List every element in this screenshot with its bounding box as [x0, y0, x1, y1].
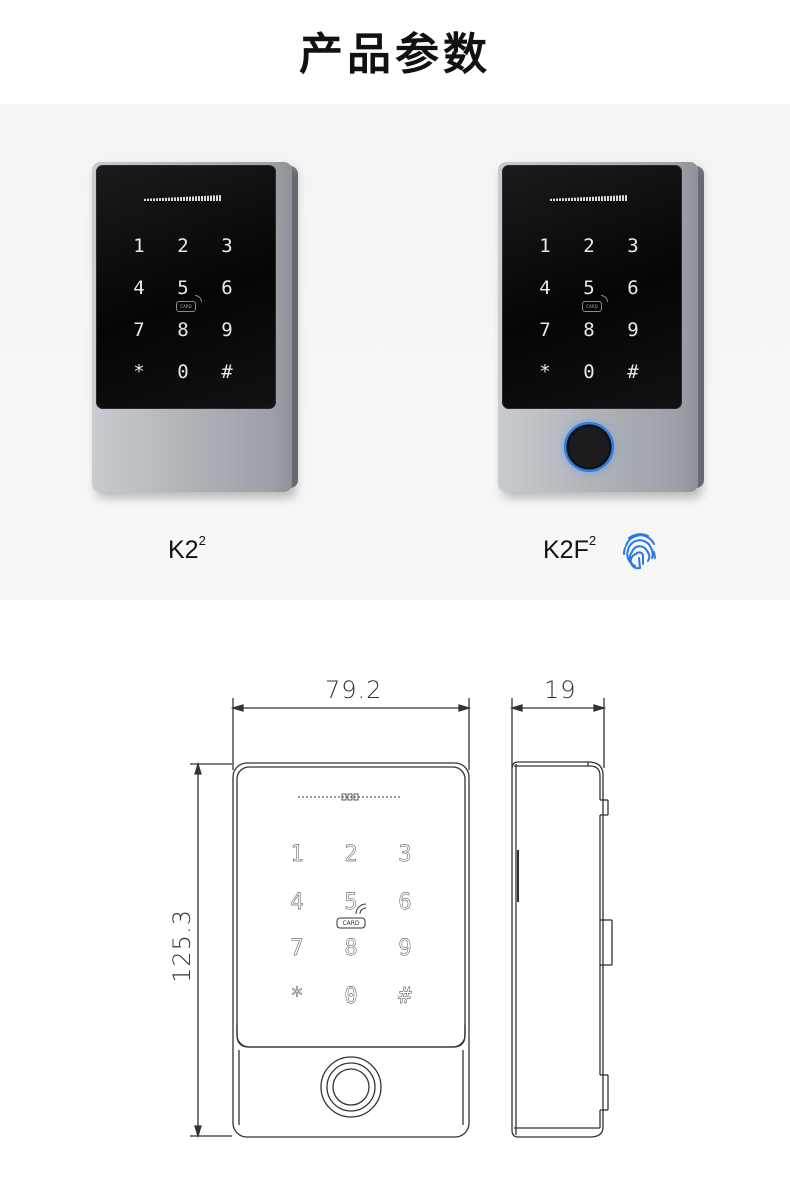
- key-7: 7: [539, 319, 551, 341]
- device-photo-k2: 1 2 3 4 5 6 CARD 7 8 9 * 0 #: [92, 162, 298, 492]
- key-hash: #: [221, 361, 233, 383]
- dimension-depth: 19: [544, 676, 577, 704]
- key-hash: #: [627, 361, 639, 383]
- drawing-key-3: 3: [398, 842, 412, 867]
- drawing-key-8: 8: [344, 936, 358, 961]
- key-7: 7: [133, 319, 145, 341]
- key-9: 9: [221, 319, 233, 341]
- key-6: 6: [627, 277, 639, 299]
- led-strip: [144, 195, 222, 201]
- key-8: 8: [177, 319, 189, 341]
- model-name: K2: [168, 536, 199, 564]
- drawing-key-hash: #: [398, 984, 412, 1009]
- card-reader-logo: CARD: [582, 295, 608, 312]
- device-photo-k2f: 1 2 3 4 5 6 CARD 7 8 9 * 0 #: [498, 162, 704, 492]
- fingerprint-icon: [623, 533, 656, 570]
- drawing-key-5: 5: [344, 890, 358, 915]
- key-1: 1: [133, 235, 145, 257]
- key-2: 2: [583, 235, 595, 257]
- dimension-height: 125.3: [168, 909, 196, 983]
- key-4: 4: [133, 277, 145, 299]
- key-8: 8: [583, 319, 595, 341]
- model-label-k2f: K2F2: [543, 532, 597, 565]
- key-star: *: [133, 361, 145, 383]
- key-4: 4: [539, 277, 551, 299]
- key-9: 9: [627, 319, 639, 341]
- model-sup: 2: [198, 532, 206, 548]
- key-5: 5: [177, 277, 189, 299]
- key-3: 3: [221, 235, 233, 257]
- drawing-key-star: *: [290, 984, 304, 1009]
- drawing-key-7: 7: [290, 936, 304, 961]
- key-1: 1: [539, 235, 551, 257]
- key-5: 5: [583, 277, 595, 299]
- drawing-key-9: 9: [398, 936, 412, 961]
- drawing-key-1: 1: [290, 842, 304, 867]
- key-0: 0: [177, 361, 189, 383]
- model-name: K2F: [543, 536, 589, 564]
- key-0: 0: [583, 361, 595, 383]
- drawing-key-2: 2: [344, 842, 358, 867]
- dimension-width: 79.2: [325, 676, 383, 704]
- keypad-panel: 1 2 3 4 5 6 CARD 7 8 9 * 0 #: [96, 165, 276, 409]
- dimension-drawing: [190, 698, 613, 1139]
- model-label-k2: K22: [168, 532, 206, 565]
- device-side: [288, 166, 298, 488]
- key-star: *: [539, 361, 551, 383]
- key-2: 2: [177, 235, 189, 257]
- key-6: 6: [221, 277, 233, 299]
- keypad-panel: 1 2 3 4 5 6 CARD 7 8 9 * 0 #: [502, 165, 682, 409]
- drawing-card-label: CARD: [342, 920, 360, 927]
- led-strip: [550, 195, 628, 201]
- card-reader-logo: CARD: [176, 295, 202, 312]
- drawing-key-0: 0: [344, 984, 358, 1009]
- device-side: [694, 166, 704, 488]
- drawing-key-4: 4: [290, 890, 304, 915]
- drawing-key-6: 6: [398, 890, 412, 915]
- key-3: 3: [627, 235, 639, 257]
- fingerprint-sensor: [564, 422, 614, 472]
- page-title: 产品参数: [299, 29, 491, 80]
- model-sup: 2: [588, 532, 597, 548]
